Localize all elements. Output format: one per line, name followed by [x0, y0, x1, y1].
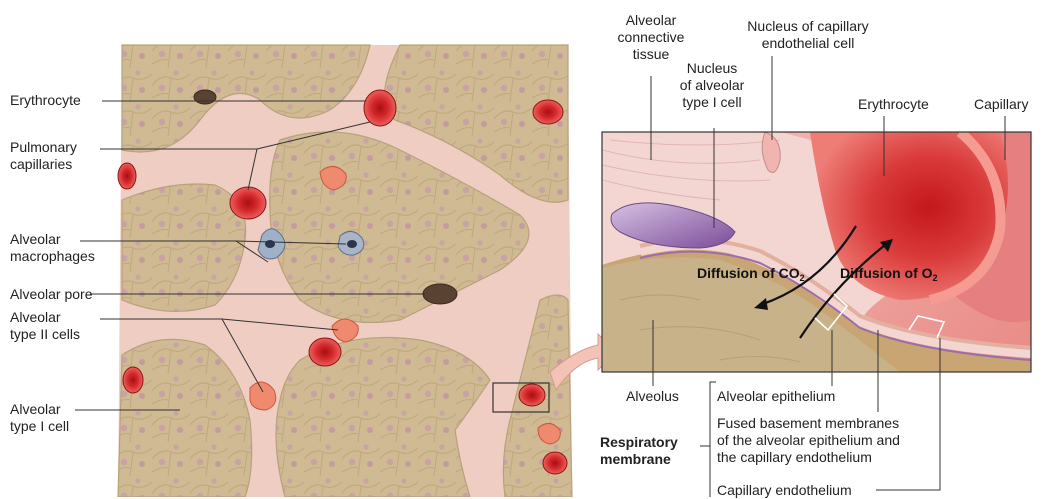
erythrocyte-cell: [519, 384, 545, 406]
erythrocyte-cell: [230, 187, 266, 219]
label-alveolar-epithelium: Alveolar epithelium: [717, 388, 835, 405]
label-alveolar-type-i-cell: Alveolar type I cell: [10, 401, 69, 435]
label-pulmonary-capillaries: Pulmonary capillaries: [10, 139, 77, 173]
label-alveolar-connective-tissue: Alveolar connective tissue: [604, 12, 698, 63]
label-alveolar-macrophages: Alveolar macrophages: [10, 231, 95, 265]
label-diffusion-o2: Diffusion of O2: [840, 265, 938, 283]
erythrocyte-cell: [123, 367, 143, 393]
label-alveolar-type-ii-cells: Alveolar type II cells: [10, 309, 80, 343]
erythrocyte-cell: [309, 338, 341, 366]
label-nucleus-capillary-endothelial-cell: Nucleus of capillary endothelial cell: [722, 18, 894, 52]
alveolar-pore: [194, 90, 216, 104]
label-nucleus-alveolar-type-i-cell: Nucleus of alveolar type I cell: [667, 60, 757, 111]
erythrocyte-cell: [543, 452, 567, 474]
erythrocyte-cell: [364, 90, 396, 126]
label-fused-basement-membranes: Fused basement membranes of the alveolar…: [717, 415, 900, 466]
macrophage-nucleus: [347, 240, 357, 248]
erythrocyte-cell: [118, 163, 136, 189]
label-capillary-endothelium: Capillary endothelium: [717, 482, 852, 499]
label-erythrocyte: Erythrocyte: [10, 92, 81, 109]
label-alveolus: Alveolus: [626, 388, 679, 405]
label-capillary: Capillary: [974, 96, 1028, 113]
alveolus-sac: [276, 338, 490, 498]
label-alveolar-pore: Alveolar pore: [10, 286, 93, 303]
label-respiratory-membrane: Respiratory membrane: [600, 434, 678, 468]
alveoli-illustration: [118, 45, 616, 497]
label-diffusion-co2: Diffusion of CO2: [697, 265, 805, 283]
respiratory-membrane-inset: [602, 132, 1031, 372]
erythrocyte-cell: [533, 100, 563, 124]
alveolar-pore: [423, 284, 457, 304]
macrophage-nucleus: [265, 240, 275, 248]
label-inset-erythrocyte: Erythrocyte: [858, 96, 929, 113]
